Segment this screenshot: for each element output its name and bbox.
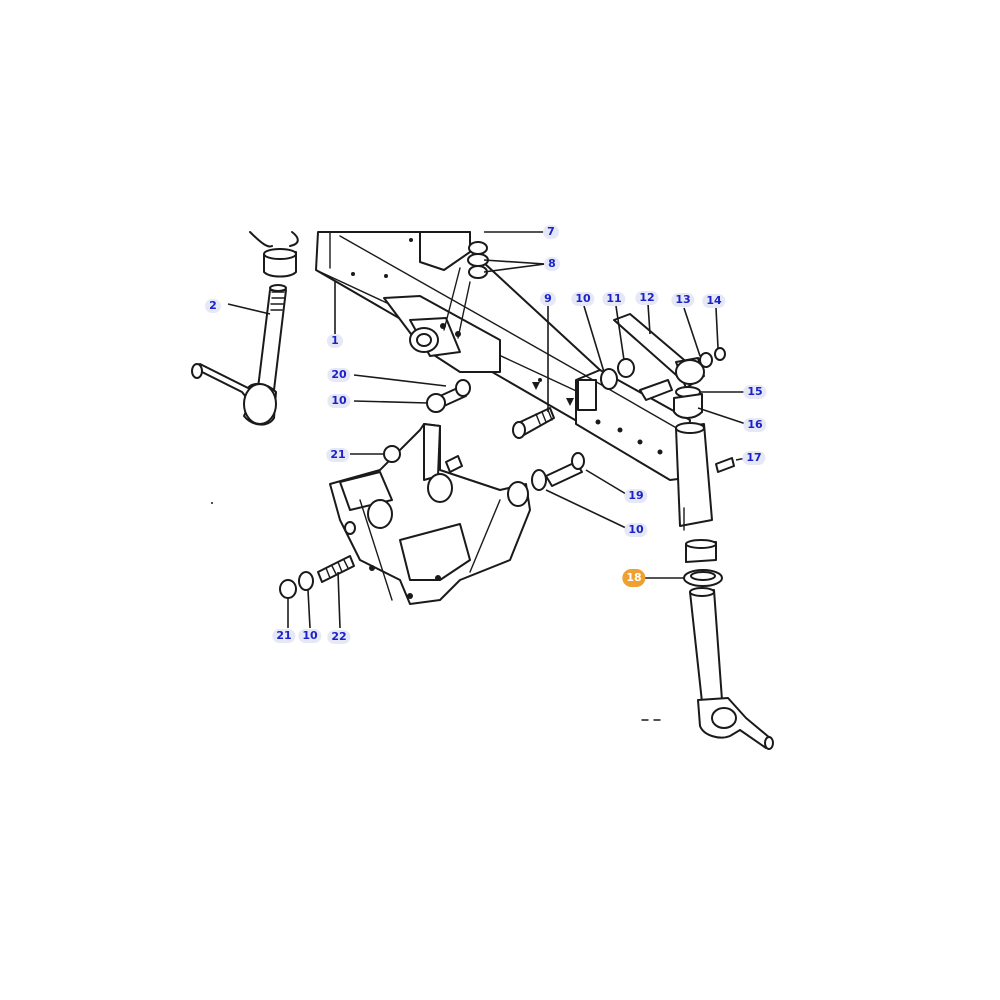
callout-21-upper[interactable]: 21 <box>326 448 350 462</box>
grease-nipple-17 <box>715 457 735 473</box>
callout-20[interactable]: 20 <box>327 368 351 382</box>
axle-beam <box>315 231 601 425</box>
extension-beam <box>575 369 691 481</box>
callout-11[interactable]: 11 <box>602 292 626 306</box>
right-spindle <box>689 587 774 750</box>
callout-15[interactable]: 15 <box>743 385 767 399</box>
callout-2[interactable]: 2 <box>205 299 221 313</box>
callout-8[interactable]: 8 <box>544 257 560 271</box>
callout-19[interactable]: 19 <box>624 489 648 503</box>
right-kingpin-housing <box>675 422 713 531</box>
top-fasteners <box>443 241 489 339</box>
left-spindle <box>191 231 299 426</box>
bolt-20 <box>426 379 471 413</box>
callout-7[interactable]: 7 <box>543 225 559 239</box>
callout-21-lower[interactable]: 21 <box>272 629 296 643</box>
steering-arm <box>613 313 726 419</box>
callout-10-lower[interactable]: 10 <box>298 629 322 643</box>
callout-18-highlighted[interactable]: 18 <box>622 569 646 587</box>
nut-11 <box>617 358 635 378</box>
washer-10 <box>600 368 618 390</box>
callout-13[interactable]: 13 <box>671 293 695 307</box>
bolt-19 <box>531 452 585 491</box>
callout-22[interactable]: 22 <box>327 630 351 644</box>
callout-14[interactable]: 14 <box>702 294 726 308</box>
stud-22 <box>279 555 355 599</box>
leader-lines <box>227 231 747 629</box>
callout-17[interactable]: 17 <box>742 451 766 465</box>
callout-10-right[interactable]: 10 <box>624 523 648 537</box>
front-support-bracket <box>329 423 531 605</box>
callout-10-upper[interactable]: 10 <box>571 292 595 306</box>
callout-1[interactable]: 1 <box>327 334 343 348</box>
callout-9[interactable]: 9 <box>540 292 556 306</box>
callout-10-left[interactable]: 10 <box>327 394 351 408</box>
callout-16[interactable]: 16 <box>743 418 767 432</box>
nut-21-upper <box>383 445 401 463</box>
callout-12[interactable]: 12 <box>635 291 659 305</box>
bolt-9 <box>512 407 555 439</box>
